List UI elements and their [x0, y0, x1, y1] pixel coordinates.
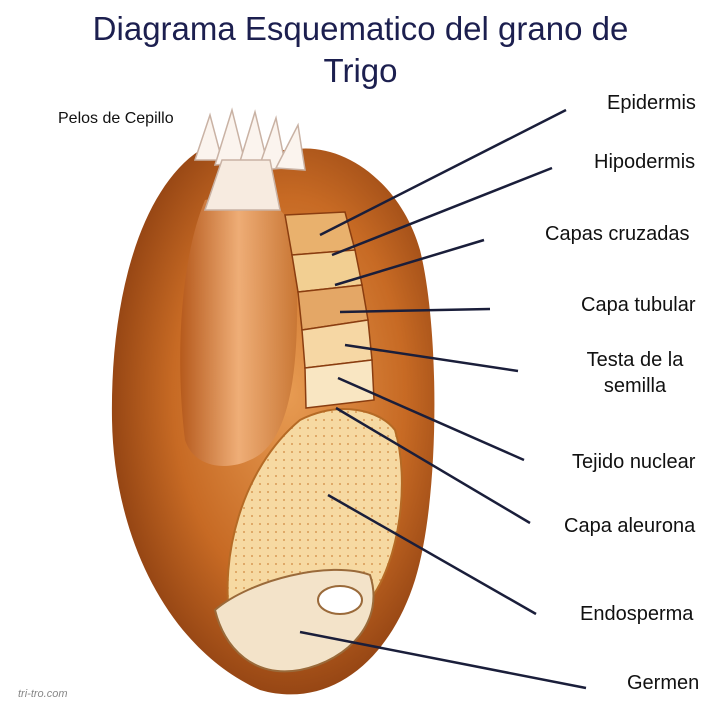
germ-detail — [317, 585, 363, 615]
label-capas-cruzadas: Capas cruzadas — [545, 223, 690, 245]
pointer-endosperma — [327, 493, 537, 616]
pointer-lines — [299, 108, 587, 690]
diagram-title: Diagrama Esquematico del grano de Trigo — [0, 8, 721, 92]
label-testa-line-2: semilla — [603, 375, 667, 397]
brush-hairs — [193, 107, 306, 211]
label-tejido-nuclear: Tejido nuclear — [572, 451, 696, 473]
label-capa-tubular: Capa tubular — [581, 294, 696, 316]
label-epidermis: Epidermis — [607, 92, 696, 114]
title-line-1: Diagrama Esquematico del grano de — [92, 10, 629, 47]
pointer-epidermis — [319, 108, 567, 237]
pointer-capa-aleurona — [335, 406, 531, 525]
source-credit: tri-tro.com — [18, 688, 68, 700]
label-testa-line-1: Testa de la — [586, 349, 684, 371]
pointer-testa — [344, 343, 519, 373]
pointer-capa-tubular — [339, 307, 491, 314]
grain-crease — [180, 196, 298, 466]
label-hipodermis: Hipodermis — [594, 151, 696, 173]
pointer-tejido-nuclear — [337, 376, 525, 462]
label-pelos-de-cepillo: Pelos de Cepillo — [58, 110, 174, 127]
pointer-capas-cruzadas — [334, 238, 485, 287]
label-germen: Germen — [627, 672, 700, 694]
title-line-2: Trigo — [323, 52, 398, 89]
pointer-germen — [299, 630, 587, 690]
label-testa-de-la-semilla: Testa de la semilla — [575, 347, 695, 399]
pointer-hipodermis — [331, 166, 553, 257]
label-capa-aleurona: Capa aleurona — [564, 515, 696, 537]
label-endosperma: Endosperma — [580, 603, 694, 625]
